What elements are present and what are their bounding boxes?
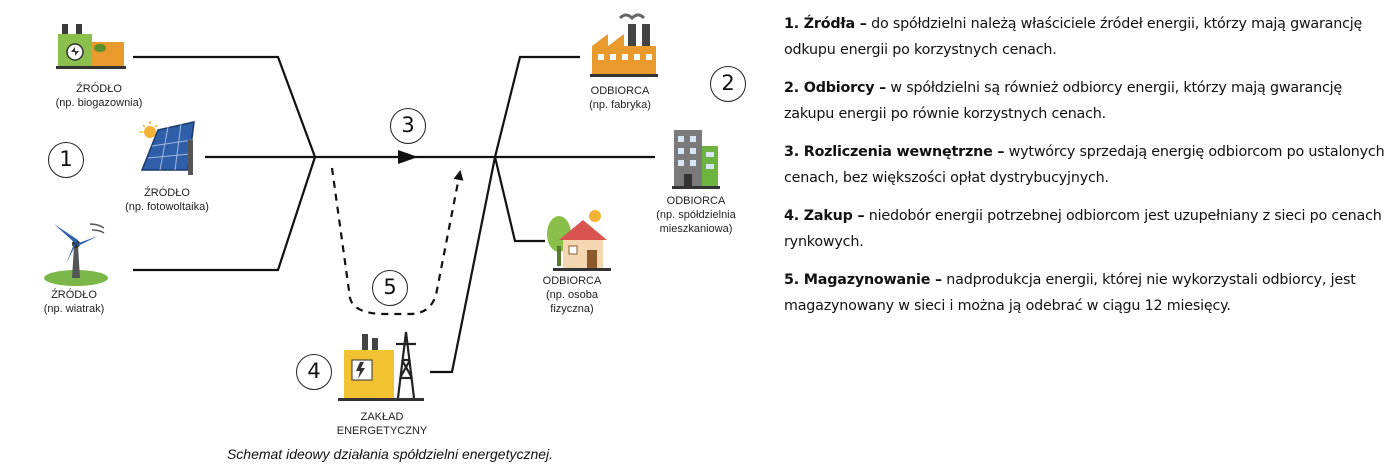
biogas-plant-icon	[56, 24, 126, 69]
marker-2: 2	[710, 66, 746, 102]
label-consumer-coop: ODBIORCA (np. spółdzielnia mieszkaniowa)	[656, 195, 736, 235]
desc-title: 5. Magazynowanie –	[784, 272, 942, 288]
factory-icon	[590, 13, 658, 77]
desc-item-sources: 1. Źródła – do spółdzielni należą właści…	[784, 12, 1389, 63]
wind-turbine-icon	[44, 223, 108, 286]
diagram-caption: Schemat ideowy działania spółdzielni ene…	[226, 446, 554, 462]
desc-title: 3. Rozliczenia wewnętrzne –	[784, 144, 1005, 160]
desc-text: do spółdzielni należą właściciele źródeł…	[784, 16, 1363, 58]
storage-loop-dashed	[330, 167, 464, 316]
line-wind	[133, 156, 317, 272]
desc-item-settlements: 3. Rozliczenia wewnętrzne – wytwórcy spr…	[784, 140, 1389, 191]
power-plant-icon	[338, 331, 424, 401]
label-source-biogas: ŹRÓDŁO (np. biogazownia)	[55, 83, 143, 109]
marker-4: 4	[296, 354, 332, 390]
label-consumer-factory: ODBIORCA (np. fabryka)	[589, 85, 651, 111]
description-panel: 1. Źródła – do spółdzielni należą właści…	[784, 12, 1389, 332]
label-source-wind: ŹRÓDŁO (np. wiatrak)	[43, 289, 105, 315]
label-utility: ZAKŁAD ENERGETYCZNY	[336, 411, 428, 437]
marker-1: 1	[48, 142, 84, 178]
desc-item-purchase: 4. Zakup – niedobór energii potrzebnej o…	[784, 204, 1389, 255]
marker-3: 3	[390, 108, 426, 144]
solar-panel-icon	[140, 121, 195, 175]
energy-cooperative-diagram: ŹRÓDŁO (np. biogazownia) ŹRÓDŁO (np. fot…	[43, 13, 746, 462]
desc-text: niedobór energii potrzebnej odbiorcom je…	[784, 208, 1382, 250]
line-biogas	[133, 55, 317, 158]
diagram-lines	[44, 13, 720, 401]
house-icon	[547, 210, 611, 271]
label-source-pv: ŹRÓDŁO (np. fotowoltaika)	[125, 187, 209, 213]
desc-title: 1. Źródła –	[784, 16, 867, 32]
apartment-building-icon	[672, 130, 720, 189]
desc-item-storage: 5. Magazynowanie – nadprodukcja energii,…	[784, 268, 1389, 319]
line-utility	[430, 156, 497, 374]
flow-lines	[133, 55, 655, 374]
desc-item-consumers: 2. Odbiorcy – w spółdzielni są również o…	[784, 76, 1389, 127]
desc-title: 2. Odbiorcy –	[784, 80, 887, 96]
marker-5: 5	[372, 270, 408, 306]
desc-text: w spółdzielni są również odbiorcy energi…	[784, 80, 1343, 122]
main-flow-arrow	[398, 150, 418, 164]
line-person	[493, 156, 545, 243]
label-consumer-person: ODBIORCA (np. osoba fizyczna)	[542, 275, 602, 315]
desc-text: nadprodukcja energii, której nie wykorzy…	[784, 272, 1356, 314]
desc-text: wytwórcy sprzedają energię odbiorcom po …	[784, 144, 1385, 186]
line-factory	[493, 55, 580, 158]
desc-title: 4. Zakup –	[784, 208, 865, 224]
